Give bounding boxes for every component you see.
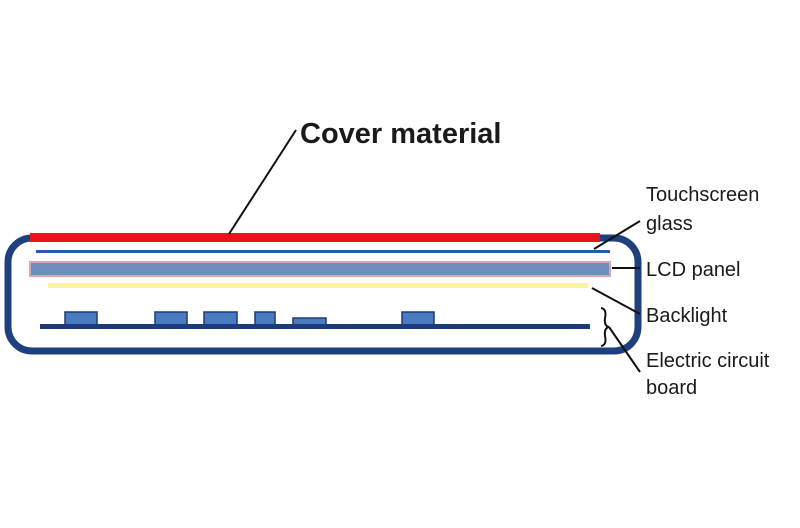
lcd-panel-layer bbox=[29, 261, 611, 277]
circuit-component bbox=[401, 311, 435, 327]
circuit-component bbox=[254, 311, 276, 327]
cover-material-label: Cover material bbox=[300, 118, 502, 150]
circuit-component bbox=[64, 311, 98, 327]
touchscreen-leader-line bbox=[593, 220, 641, 250]
circuit-component bbox=[203, 311, 238, 327]
circuit-board-layer bbox=[40, 324, 590, 329]
cover-material-layer bbox=[30, 233, 600, 242]
touchscreen-label-line2: glass bbox=[646, 213, 693, 235]
circuit-component bbox=[154, 311, 188, 327]
touchscreen-glass-layer bbox=[36, 250, 610, 253]
device-frame bbox=[4, 234, 642, 355]
circuit-brace bbox=[600, 307, 610, 347]
backlight-label: Backlight bbox=[646, 305, 728, 327]
backlight-leader-line bbox=[591, 287, 641, 315]
circuit-leader-line bbox=[608, 326, 641, 373]
circuit-board-label-line1: Electric circuit bbox=[646, 350, 770, 372]
cover-leader-line bbox=[228, 129, 297, 235]
touchscreen-label-line1: Touchscreen bbox=[646, 184, 759, 206]
backlight-layer bbox=[48, 283, 588, 288]
circuit-board-label-line2: board bbox=[646, 377, 697, 399]
lcd-panel-label: LCD panel bbox=[646, 259, 741, 281]
